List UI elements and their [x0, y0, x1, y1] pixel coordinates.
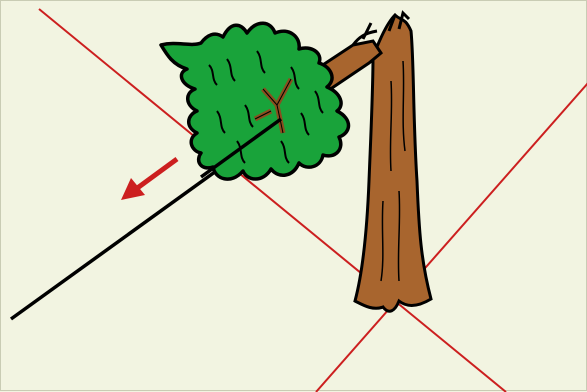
- danger-line-cross: [316, 83, 587, 392]
- fall-direction-arrow-icon: [121, 159, 177, 200]
- foliage: [161, 23, 349, 179]
